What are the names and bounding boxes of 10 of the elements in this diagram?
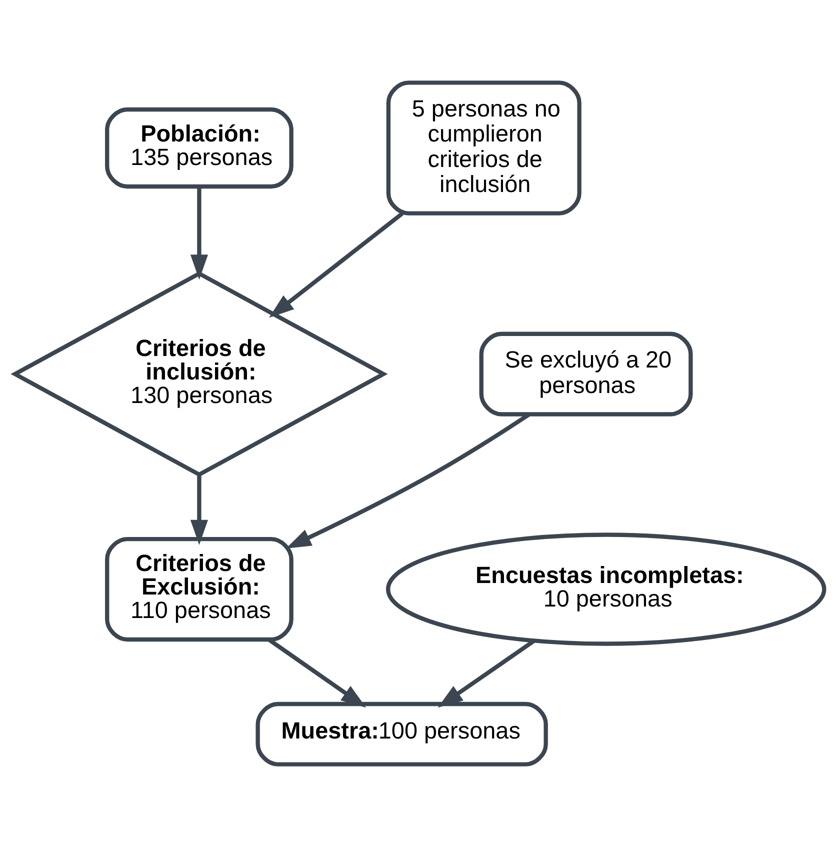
node-box: Se excluyó a 20 personas [479,331,693,416]
node-ellipse: Encuestas incompletas: 10 personas [386,532,826,646]
node-box: Muestra:100 personas [256,701,548,766]
arrow [268,211,404,318]
arrow [190,474,208,545]
node-box: Población: 135 personas [105,106,294,188]
node-diamond: Criterios de inclusión: 130 personas [10,270,388,476]
arrow [190,186,208,280]
node-box: 5 personas no cumplieron criterios de inclusión [386,80,582,215]
node-box: Criterios de Exclusión: 110 personas [105,536,294,642]
